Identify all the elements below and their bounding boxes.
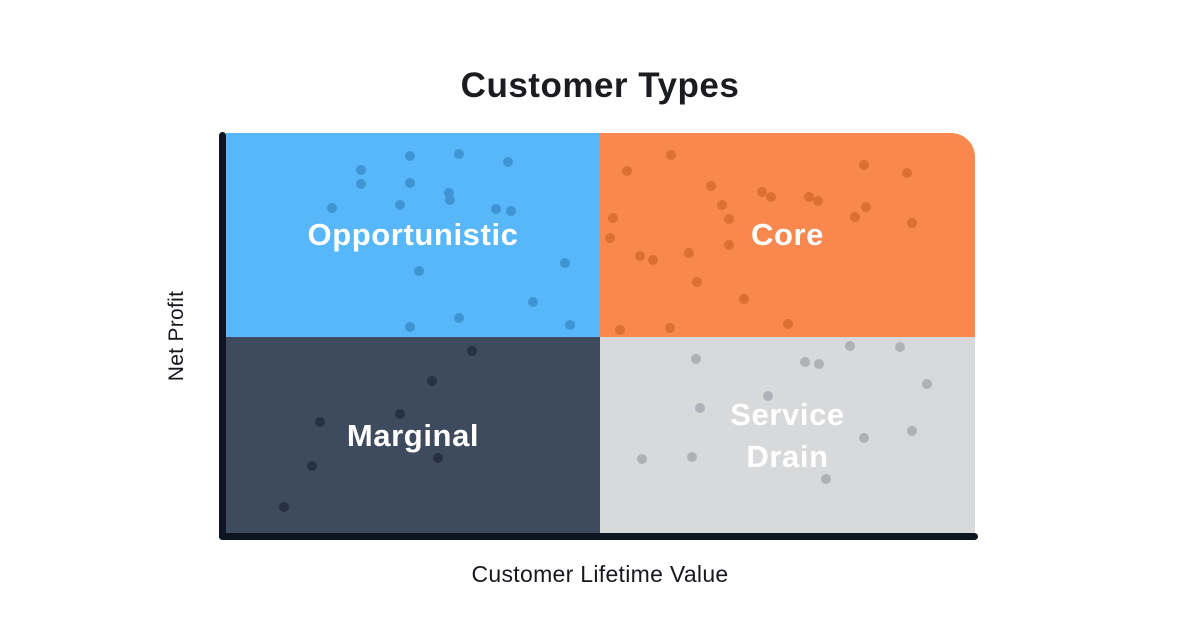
scatter-dot — [444, 194, 455, 205]
scatter-dot — [895, 342, 905, 353]
scatter-dot — [505, 205, 516, 216]
scatter-dot — [763, 390, 773, 401]
quadrant-opportunistic: Opportunistic — [226, 133, 600, 337]
scatter-dot — [466, 345, 477, 356]
quadrant-service-drain: Service Drain — [600, 337, 975, 534]
scatter-dot — [800, 356, 811, 367]
scatter-dot — [356, 179, 367, 189]
scatter-dot — [356, 164, 367, 175]
scatter-dot — [490, 204, 501, 215]
scatter-dot — [605, 233, 616, 244]
chart-title: Customer Types — [460, 66, 740, 105]
scatter-dot — [453, 313, 464, 324]
scatter-dot — [647, 255, 658, 266]
scatter-dot — [724, 214, 734, 225]
scatter-dot — [683, 247, 694, 258]
scatter-dot — [812, 195, 823, 206]
scatter-dot — [906, 217, 917, 228]
y-axis-line — [219, 132, 226, 540]
quadrant-core: Core — [600, 133, 975, 337]
scatter-dot — [766, 192, 776, 203]
scatter-dot — [921, 378, 932, 389]
scatter-dot — [695, 402, 706, 413]
scatter-dot — [706, 181, 716, 192]
quadrant-label-marginal: Marginal — [346, 417, 480, 453]
scatter-dot — [432, 453, 443, 464]
scatter-dot — [315, 416, 326, 427]
scatter-dot — [692, 276, 703, 287]
scatter-dot — [691, 353, 701, 364]
scatter-dot — [757, 186, 767, 197]
scatter-dot — [850, 212, 860, 223]
y-axis-label: Net Profit — [165, 290, 188, 382]
scatter-dot — [859, 433, 869, 444]
scatter-dot — [405, 177, 416, 188]
scatter-dot — [803, 192, 814, 203]
scatter-dot — [724, 239, 734, 250]
scatter-dot — [453, 149, 464, 159]
quadrant-matrix: Opportunistic Core Marginal Service Drai… — [226, 133, 975, 534]
scatter-dot — [845, 340, 856, 351]
quadrant-label-service-drain: Service Drain — [730, 396, 845, 474]
scatter-dot — [637, 454, 647, 465]
scatter-dot — [394, 408, 405, 419]
scatter-dot — [527, 296, 538, 307]
quadrant-label-core: Core — [750, 217, 825, 253]
scatter-dot — [327, 203, 338, 214]
scatter-dot — [307, 461, 318, 472]
quadrant-marginal: Marginal — [226, 337, 600, 534]
scatter-dot — [608, 213, 619, 224]
scatter-dot — [859, 160, 869, 171]
scatter-dot — [502, 156, 513, 167]
scatter-dot — [394, 200, 405, 210]
scatter-dot — [559, 257, 570, 268]
scatter-dot — [782, 318, 793, 329]
scatter-dot — [686, 452, 697, 463]
scatter-dot — [821, 474, 832, 485]
x-axis-line — [219, 533, 978, 540]
scatter-dot — [614, 325, 625, 336]
scatter-dot — [902, 167, 913, 178]
quadrant-label-opportunistic: Opportunistic — [307, 217, 519, 253]
scatter-dot — [622, 165, 632, 176]
scatter-dot — [404, 151, 415, 162]
scatter-dot — [278, 502, 289, 513]
scatter-dot — [427, 375, 438, 386]
scatter-dot — [739, 294, 749, 305]
scatter-dot — [665, 150, 676, 161]
scatter-dot — [565, 319, 576, 330]
scatter-dot — [906, 425, 917, 436]
x-axis-label: Customer Lifetime Value — [471, 561, 729, 587]
scatter-dot — [635, 251, 646, 261]
scatter-dot — [443, 187, 454, 198]
scatter-dot — [405, 322, 416, 332]
scatter-dot — [814, 358, 824, 369]
scatter-dot — [414, 265, 425, 276]
scatter-dot — [716, 200, 727, 210]
scatter-dot — [860, 202, 871, 213]
scatter-dot — [665, 323, 676, 334]
